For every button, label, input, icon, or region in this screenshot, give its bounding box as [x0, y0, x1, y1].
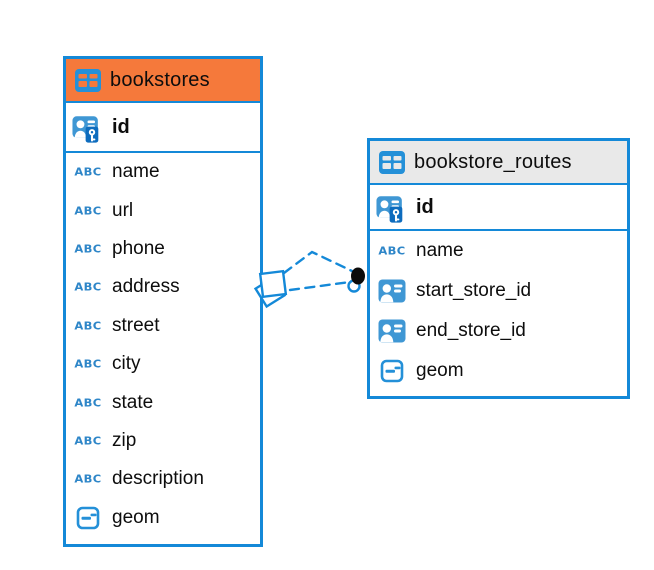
- reference-id-icon: [378, 279, 406, 303]
- field-row[interactable]: ABC street: [66, 307, 260, 345]
- field-label: phone: [112, 237, 165, 259]
- text-type-icon: ABC: [74, 280, 102, 294]
- field-label: street: [112, 314, 160, 336]
- field-label: geom: [416, 360, 464, 381]
- reference-id-icon: [378, 319, 406, 343]
- text-type-icon: ABC: [378, 244, 406, 258]
- field-label: end_store_id: [416, 320, 526, 341]
- field-row[interactable]: start_store_id: [370, 271, 627, 311]
- field-label: id: [112, 115, 130, 138]
- table-icon: [379, 151, 405, 174]
- field-row[interactable]: geom: [370, 351, 627, 391]
- relationship-target-marker[interactable]: [347, 267, 366, 293]
- geometry-type-icon: [76, 506, 100, 530]
- relationship-line[interactable]: [282, 250, 354, 275]
- table-title: bookstore_routes: [414, 150, 572, 173]
- text-type-icon: ABC: [74, 396, 102, 409]
- field-label: zip: [112, 429, 137, 451]
- text-type-icon: ABC: [74, 472, 102, 486]
- field-label: address: [112, 276, 180, 298]
- table-icon: [75, 69, 101, 92]
- field-label: city: [112, 353, 141, 375]
- field-row[interactable]: ABC name: [370, 231, 627, 271]
- field-row[interactable]: ABC zip: [66, 422, 260, 460]
- field-row-primary-key[interactable]: id: [66, 103, 260, 153]
- field-label: description: [112, 468, 204, 490]
- field-row[interactable]: ABC url: [66, 191, 260, 229]
- field-label: name: [416, 240, 464, 261]
- text-type-icon: ABC: [74, 165, 102, 179]
- primary-key-icon: [72, 113, 103, 144]
- table-header[interactable]: bookstores: [66, 59, 260, 103]
- field-label: id: [416, 195, 434, 218]
- field-label: start_store_id: [416, 280, 532, 301]
- table-header[interactable]: bookstore_routes: [370, 141, 627, 185]
- relationship-line[interactable]: [288, 280, 352, 292]
- table-bookstore-routes[interactable]: bookstore_routes id ABC name start_store…: [367, 138, 630, 399]
- table-title: bookstores: [110, 68, 210, 91]
- field-list: ABC name start_store_id end_store_id geo…: [370, 231, 627, 391]
- field-label: name: [112, 161, 160, 183]
- text-type-icon: ABC: [74, 204, 102, 218]
- field-row[interactable]: ABC description: [66, 460, 260, 498]
- field-list: ABC name ABC url ABC phone ABC address A…: [66, 153, 260, 537]
- geometry-type-icon: [380, 359, 404, 383]
- field-row-primary-key[interactable]: id: [370, 185, 627, 231]
- text-type-icon: ABC: [74, 434, 102, 448]
- field-row[interactable]: ABC name: [66, 153, 260, 191]
- field-row[interactable]: ABC phone: [66, 230, 260, 268]
- text-type-icon: ABC: [74, 242, 102, 256]
- table-bookstores[interactable]: bookstores id ABC name ABC url ABC phone…: [63, 56, 263, 547]
- field-row[interactable]: ABC state: [66, 383, 260, 421]
- text-type-icon: ABC: [74, 357, 102, 371]
- field-label: url: [112, 199, 134, 221]
- text-type-icon: ABC: [74, 319, 102, 333]
- field-label: geom: [112, 506, 160, 528]
- field-row[interactable]: ABC address: [66, 268, 260, 306]
- field-row[interactable]: end_store_id: [370, 311, 627, 351]
- field-label: state: [112, 391, 154, 413]
- field-row[interactable]: ABC city: [66, 345, 260, 383]
- primary-key-icon: [376, 193, 407, 224]
- field-row[interactable]: geom: [66, 499, 260, 537]
